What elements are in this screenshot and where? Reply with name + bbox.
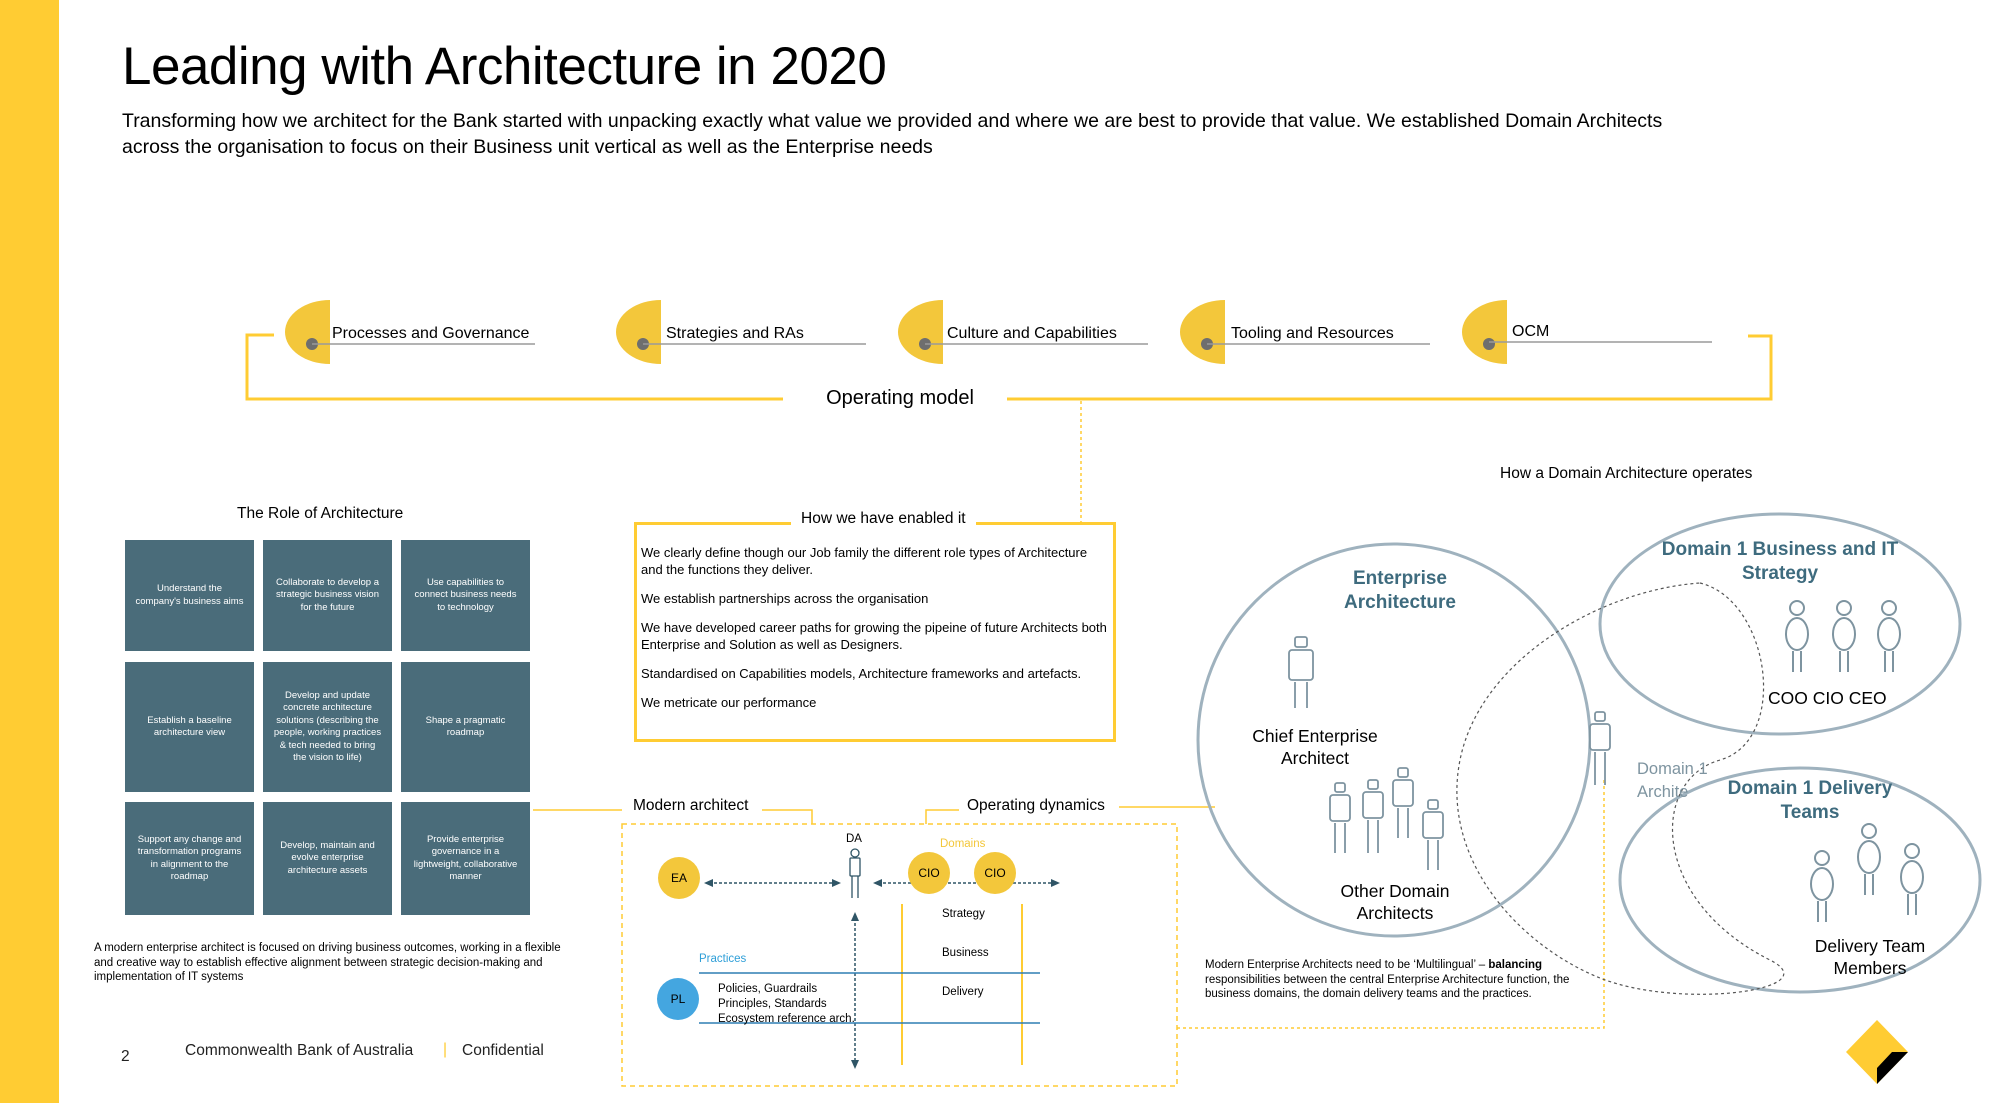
domain-delivery-title: Domain 1 Delivery Teams [1727, 778, 1893, 823]
role-description: A modern enterprise architect is focused… [94, 942, 561, 983]
role-tile: Support any change and transformation pr… [125, 802, 254, 915]
page-number: 2 [121, 1048, 130, 1065]
pl-circle: PL [657, 978, 699, 1020]
pillar-ocm: OCM [1512, 323, 1550, 340]
domain-architect-person-icon [1589, 711, 1611, 785]
pillar-culture-capabilities: Culture and Capabilities [947, 325, 1117, 342]
page-title: Leading with Architecture in 2020 [122, 37, 887, 96]
domain-strategy-title: Domain 1 Business and IT Strategy [1661, 539, 1899, 584]
enabled-item: We metricate our performance [641, 695, 817, 710]
role-heading: The Role of Architecture [237, 505, 404, 522]
practices-label: Practices [699, 953, 747, 965]
domain-description: Modern Enterprise Architects need to be … [1205, 959, 1570, 1000]
operating-model-label: Operating model [826, 387, 974, 409]
footer-separator: | [443, 1041, 448, 1058]
enabled-heading: How we have enabled it [791, 510, 976, 528]
cio-circle: CIO [974, 852, 1016, 894]
footer-company: Commonwealth Bank of Australia [185, 1042, 414, 1059]
da-label: DA [846, 833, 862, 845]
role-tile: Provide enterprise governance in a light… [401, 802, 530, 915]
role-tile: Establish a baseline architecture view [125, 662, 254, 792]
pillar-icons [285, 300, 1712, 364]
enterprise-architecture-title: Enterprise Architecture [1344, 568, 1456, 613]
intro-paragraph: Transforming how we architect for the Ba… [122, 110, 1663, 158]
pillar-processes-governance: Processes and Governance [332, 325, 530, 342]
pillar-tooling-resources: Tooling and Resources [1231, 325, 1394, 342]
delivery-row-label: Delivery [942, 986, 984, 998]
chief-architect-person-icon [1288, 636, 1314, 708]
delivery-members-label: Delivery Team Members [1814, 936, 1926, 978]
business-row-label: Business [942, 947, 989, 959]
executive-person-icons [1785, 600, 1901, 672]
enabled-item: We establish partnerships across the org… [641, 591, 929, 606]
da-person-icon [849, 848, 861, 898]
role-tile: Develop and update concrete architecture… [263, 662, 392, 792]
delivery-member-person-icons [1810, 823, 1924, 922]
ea-circle: EA [658, 857, 700, 899]
footer-classification: Confidential [462, 1042, 544, 1059]
other-architects-label: Other Domain Architects [1340, 881, 1450, 923]
chief-architect-label: Chief Enterprise Architect [1252, 726, 1378, 768]
domains-label: Domains [940, 838, 986, 850]
enabled-item: Standardised on Capabilities models, Arc… [641, 666, 1082, 681]
role-tile: Shape a pragmatic roadmap [401, 662, 530, 792]
domain-ops-heading: How a Domain Architecture operates [1500, 465, 1753, 482]
role-tile: Develop, maintain and evolve enterprise … [263, 802, 392, 915]
practices-details: Policies, Guardrails Principles, Standar… [718, 983, 855, 1025]
commbank-logo-icon [1846, 1020, 1908, 1084]
cio-circle: CIO [908, 852, 950, 894]
pillar-strategies-ras: Strategies and RAs [666, 325, 804, 342]
operating-dynamics-label: Operating dynamics [967, 797, 1105, 814]
enabled-item: We clearly define though our Job family … [641, 545, 1088, 577]
strategy-row-label: Strategy [942, 908, 985, 920]
role-tile: Understand the company's business aims [125, 540, 254, 651]
brand-sidebar-bar [0, 0, 59, 1103]
role-tile: Use capabilities to connect business nee… [401, 540, 530, 651]
role-tile: Collaborate to develop a strategic busin… [263, 540, 392, 651]
enabled-item: We have developed career paths for growi… [641, 620, 1107, 652]
executives-label: COO CIO CEO [1768, 688, 1887, 708]
domain-architect-label: Domain 1 Archite [1637, 760, 1708, 801]
other-architects-person-icons [1329, 767, 1444, 870]
modern-architect-label: Modern architect [633, 797, 749, 814]
